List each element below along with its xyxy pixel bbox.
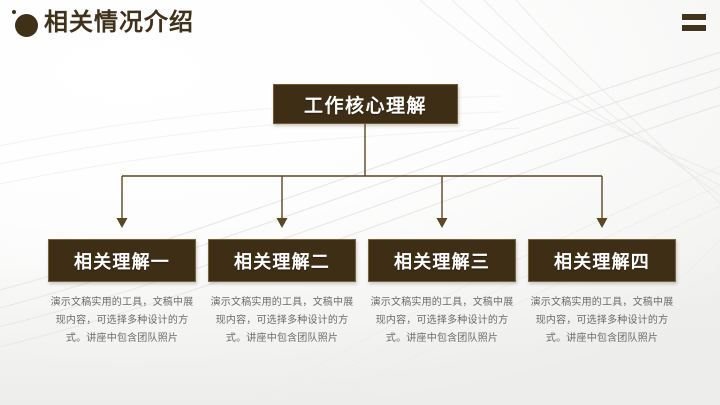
tree-node-description-3: 演示文稿实用的工具，文稿中展现内容，可选择多种设计的方式。讲座中包含团队照片 bbox=[370, 297, 514, 344]
page-title: 相关情况介绍 bbox=[44, 9, 194, 36]
tree-node-column-1: 相关理解一 演示文稿实用的工具，文稿中展现内容，可选择多种设计的方式。讲座中包含… bbox=[48, 239, 196, 348]
tree-node-description-1: 演示文稿实用的工具，文稿中展现内容，可选择多种设计的方式。讲座中包含团队照片 bbox=[50, 297, 194, 344]
small-dot-icon bbox=[12, 10, 16, 14]
slide-header: 相关情况介绍 bbox=[0, 0, 720, 48]
hamburger-menu-icon[interactable] bbox=[682, 14, 706, 33]
tree-node-description-2: 演示文稿实用的工具，文稿中展现内容，可选择多种设计的方式。讲座中包含团队照片 bbox=[210, 297, 354, 344]
tree-node-column-3: 相关理解三 演示文稿实用的工具，文稿中展现内容，可选择多种设计的方式。讲座中包含… bbox=[368, 239, 516, 348]
tree-node-box-1[interactable]: 相关理解一 bbox=[48, 239, 196, 282]
tree-node-label-1: 相关理解一 bbox=[74, 251, 170, 272]
tree-node-box-3[interactable]: 相关理解三 bbox=[368, 239, 516, 282]
tree-root-node[interactable]: 工作核心理解 bbox=[273, 84, 458, 124]
tree-node-label-4: 相关理解四 bbox=[554, 251, 650, 272]
tree-node-description-4: 演示文稿实用的工具，文稿中展现内容，可选择多种设计的方式。讲座中包含团队照片 bbox=[530, 297, 674, 344]
tree-node-box-4[interactable]: 相关理解四 bbox=[528, 239, 676, 282]
tree-node-label-2: 相关理解二 bbox=[234, 251, 330, 272]
menu-bar-bottom bbox=[682, 25, 706, 31]
tree-node-label-3: 相关理解三 bbox=[394, 251, 490, 272]
tree-node-box-2[interactable]: 相关理解二 bbox=[208, 239, 356, 282]
filled-circle-icon bbox=[15, 14, 38, 37]
tree-node-column-4: 相关理解四 演示文稿实用的工具，文稿中展现内容，可选择多种设计的方式。讲座中包含… bbox=[528, 239, 676, 348]
menu-bar-top bbox=[682, 14, 706, 20]
tree-root-label: 工作核心理解 bbox=[303, 95, 427, 117]
tree-node-column-2: 相关理解二 演示文稿实用的工具，文稿中展现内容，可选择多种设计的方式。讲座中包含… bbox=[208, 239, 356, 348]
header-bullet-mark bbox=[12, 10, 39, 37]
